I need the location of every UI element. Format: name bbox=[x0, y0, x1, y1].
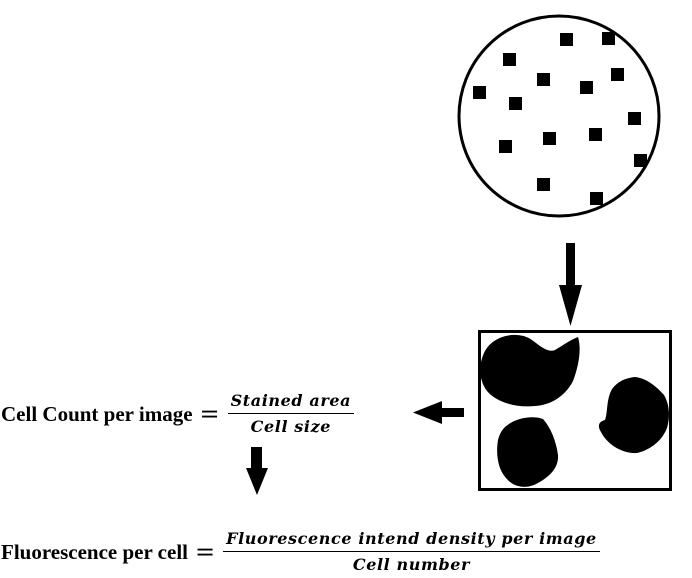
fraction-bar bbox=[223, 551, 600, 552]
cell-dot bbox=[611, 68, 624, 81]
cell-count-fraction: Stained area Cell size bbox=[227, 391, 355, 437]
stained-cell-blob bbox=[497, 417, 559, 487]
cell-dot bbox=[537, 178, 550, 191]
cell-dot bbox=[634, 154, 647, 167]
cell-dot bbox=[499, 140, 512, 153]
arrow-down-to-magnified-icon bbox=[559, 243, 582, 326]
cell-count-denominator: Cell size bbox=[250, 417, 332, 436]
culture-field bbox=[457, 14, 661, 218]
cell-count-equation: Cell Count per image = Stained area Cell… bbox=[1, 391, 355, 437]
cell-dot bbox=[560, 33, 573, 46]
cell-dot bbox=[590, 192, 603, 205]
cell-dot bbox=[537, 73, 550, 86]
arrow-left-to-equation-icon bbox=[413, 401, 464, 424]
cell-count-label: Cell Count per image bbox=[1, 401, 193, 426]
fraction-bar bbox=[227, 413, 355, 414]
fluorescence-label: Fluorescence per cell bbox=[1, 539, 188, 564]
equals-sign: = bbox=[195, 538, 216, 566]
fluorescence-denominator: Cell number bbox=[352, 555, 471, 574]
cell-dot bbox=[473, 86, 486, 99]
magnified-view bbox=[478, 330, 672, 491]
cell-dot bbox=[602, 32, 615, 45]
cell-dot bbox=[543, 132, 556, 145]
fluorescence-numerator: Fluorescence intend density per image bbox=[226, 529, 597, 548]
cell-dot bbox=[509, 97, 522, 110]
arrow-down-to-fluorescence-icon bbox=[246, 447, 268, 495]
cell-dots bbox=[473, 32, 647, 205]
cell-dot bbox=[580, 81, 593, 94]
stained-cell-blob bbox=[598, 377, 669, 454]
equals-sign: = bbox=[199, 400, 220, 428]
cell-dot bbox=[503, 53, 516, 66]
cell-dot bbox=[589, 128, 602, 141]
fluorescence-equation: Fluorescence per cell = Fluorescence int… bbox=[1, 529, 600, 575]
cell-dot bbox=[628, 112, 641, 125]
fluorescence-fraction: Fluorescence intend density per image Ce… bbox=[223, 529, 600, 575]
cell-count-numerator: Stained area bbox=[230, 391, 352, 410]
stained-cell-blob bbox=[480, 334, 580, 407]
